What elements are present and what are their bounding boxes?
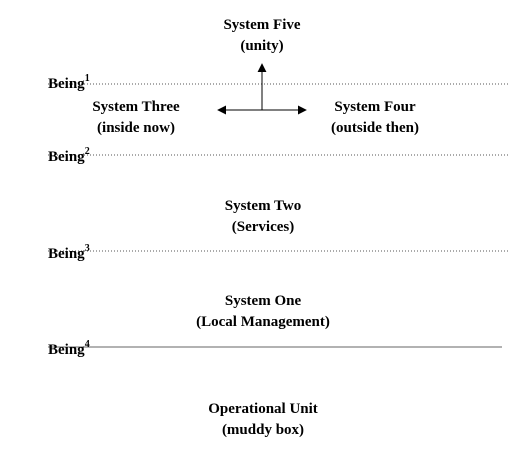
node-subtitle: (inside now)	[97, 120, 175, 136]
node-subtitle: (muddy box)	[221, 422, 305, 438]
node-title: System Four	[334, 99, 416, 115]
node-title: System Five	[223, 17, 301, 33]
node-system-three: System Three (inside now)	[66, 97, 206, 139]
node-operational-unit: Operational Unit (muddy box)	[183, 399, 343, 441]
node-subtitle: (outside then)	[331, 120, 419, 136]
level-label-text: Being	[48, 342, 85, 358]
node-title: System One	[224, 293, 302, 309]
level-label-text: Being	[48, 246, 85, 262]
node-subtitle: (unity)	[240, 38, 284, 54]
level-label-superscript: 4	[84, 339, 90, 350]
node-subtitle: (Local Management)	[196, 314, 330, 330]
node-title: System Three	[92, 99, 180, 115]
node-system-one: System One (Local Management)	[173, 291, 353, 333]
level-label-being-2: Being2	[48, 146, 90, 166]
node-system-four: System Four (outside then)	[305, 97, 445, 139]
level-label-text: Being	[48, 76, 85, 92]
level-label-being-3: Being3	[48, 243, 90, 263]
node-title: System Two	[224, 198, 302, 214]
level-label-superscript: 3	[84, 243, 90, 254]
level-label-superscript: 2	[84, 146, 90, 157]
level-label-text: Being	[48, 149, 85, 165]
node-system-two: System Two (Services)	[188, 196, 338, 238]
level-label-superscript: 1	[84, 73, 90, 84]
node-subtitle: (Services)	[231, 219, 295, 235]
node-system-five: System Five (unity)	[202, 15, 322, 57]
node-title: Operational Unit	[208, 401, 318, 417]
level-label-being-4: Being4	[48, 339, 90, 359]
level-label-being-1: Being1	[48, 73, 90, 93]
